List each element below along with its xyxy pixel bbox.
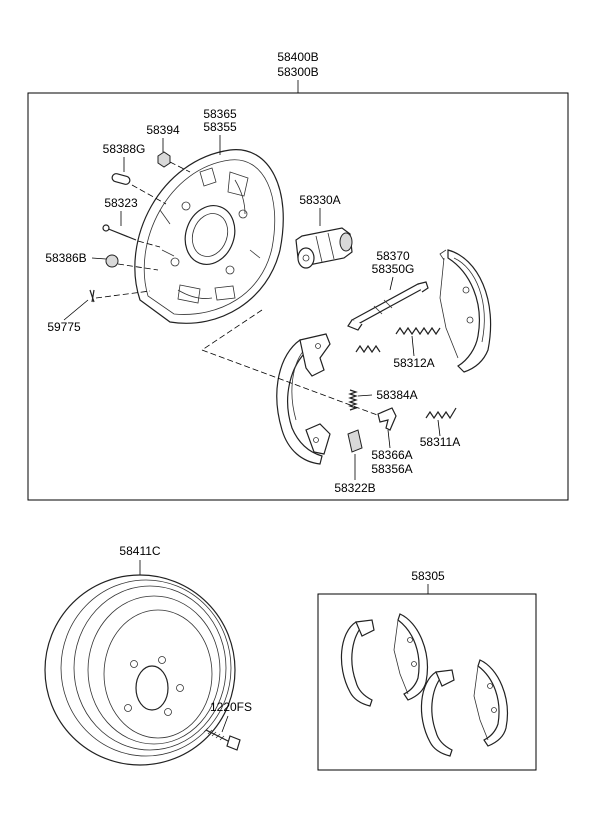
dash-58394 <box>169 161 191 173</box>
label-58305: 58305 <box>411 569 445 583</box>
label-58400B: 58400B <box>277 50 318 64</box>
lower-spring-part <box>425 407 457 420</box>
dash-58388G <box>131 184 167 205</box>
label-58300B: 58300B <box>277 65 318 79</box>
label-58311A: 58311A <box>420 435 460 449</box>
label-58356A: 58356A <box>371 462 412 476</box>
label-58394: 58394 <box>146 123 180 137</box>
label-58312A: 58312A <box>393 356 434 370</box>
label-58370: 58370 <box>376 249 410 263</box>
leader-58366A <box>387 429 391 449</box>
pin-part <box>102 224 137 241</box>
leader-58384A <box>357 394 373 397</box>
leader-1220FS <box>221 715 229 733</box>
label-58411C: 58411C <box>119 544 160 558</box>
backing-plate <box>134 149 284 324</box>
shoe-kit-frame <box>317 593 537 771</box>
nut-part <box>157 151 171 168</box>
leader-59775 <box>63 299 89 321</box>
label-59775: 59775 <box>47 320 81 334</box>
bolt-part <box>203 727 241 751</box>
leader-58311A <box>437 419 441 437</box>
dash-58386B <box>117 263 159 271</box>
leader-58386B <box>91 257 107 260</box>
label-1220FS: 1220FS <box>210 700 252 714</box>
leader-58370 <box>389 276 394 291</box>
shoe-kit-parts <box>340 613 508 757</box>
cap-part <box>105 254 119 268</box>
label-58330A: 58330A <box>299 193 340 207</box>
retainer-part <box>347 429 363 453</box>
dash-58323 <box>137 240 161 248</box>
label-58384A: 58384A <box>376 388 417 402</box>
label-58350G: 58350G <box>372 262 415 276</box>
dash-59775 <box>95 290 151 299</box>
label-58386B: 58386B <box>45 251 86 265</box>
label-58365: 58365 <box>203 107 237 121</box>
dash-plate-to-shoe <box>201 309 263 351</box>
left-brake-shoe <box>276 333 331 465</box>
spring-pin-part <box>89 289 95 303</box>
clip-part <box>111 173 131 185</box>
dash-shoe-center <box>201 349 381 417</box>
wheel-cylinder-part <box>295 227 353 269</box>
upper-spring-part-small <box>355 344 381 354</box>
label-58323: 58323 <box>104 196 138 210</box>
label-58366A: 58366A <box>371 448 412 462</box>
label-58355: 58355 <box>203 120 237 134</box>
lever-part <box>377 407 397 431</box>
right-brake-shoe <box>439 249 492 373</box>
label-58388G: 58388G <box>103 142 146 156</box>
leader-58312A <box>411 335 415 357</box>
upper-spring-part <box>395 326 441 336</box>
brake-drum-part <box>44 574 236 766</box>
adjuster-part <box>347 281 429 331</box>
hold-spring-part <box>348 389 358 411</box>
label-58322B: 58322B <box>334 481 375 495</box>
